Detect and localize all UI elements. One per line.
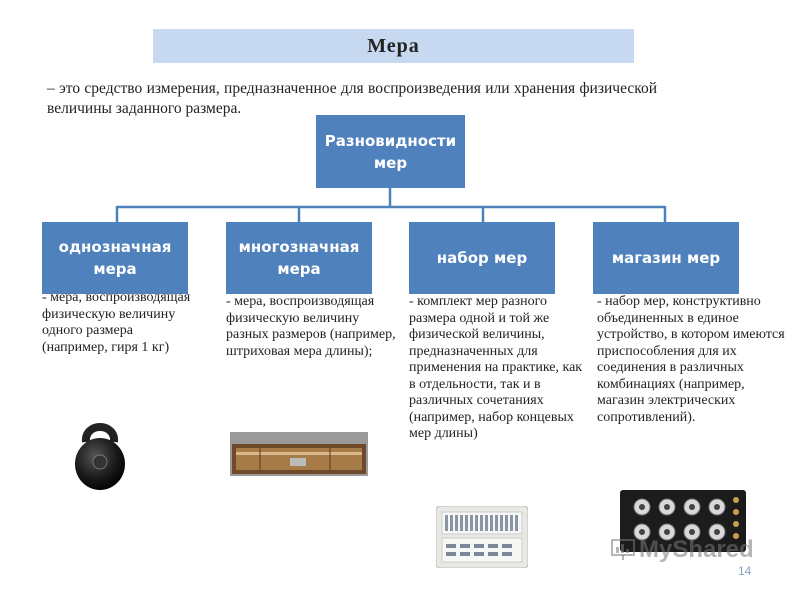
root-box: Разновидности мер — [316, 115, 465, 188]
description-single-value: - мера, воспроизводящая физическую велич… — [42, 290, 191, 355]
resistance-box-image — [620, 490, 746, 552]
presentation-icon — [611, 539, 635, 560]
description-store: - набор мер, конструктивно объединенных … — [597, 294, 785, 425]
type-box-multi-value: многозначная мера — [226, 222, 372, 294]
type-label-line2: мера — [93, 260, 137, 278]
kettlebell-image — [75, 423, 125, 490]
page-number: 14 — [738, 564, 752, 578]
root-label-line2: мер — [373, 153, 408, 172]
type-label-line1: многозначная — [238, 238, 360, 256]
type-label-line1: однозначная — [58, 238, 172, 256]
type-label-line1: набор мер — [436, 249, 528, 267]
description-set: - комплект мер разного размера одной и т… — [409, 294, 583, 441]
type-label-line1: магазин мер — [611, 249, 721, 267]
watermark-text: MyShared — [639, 536, 754, 563]
definition-text: – это средство измерения, предназначенно… — [47, 80, 657, 117]
watermark: MyShared — [610, 536, 754, 564]
type-box-single-value: однозначная мера — [42, 222, 188, 294]
gauge-block-set-image — [436, 506, 528, 568]
type-box-store: магазин мер — [593, 222, 739, 294]
description-multi-value: - мера, воспроизводящая физическую велич… — [226, 294, 396, 359]
slide-title: Мера — [153, 29, 634, 63]
type-box-set: набор мер — [409, 222, 555, 294]
root-label-line1: Разновидности — [324, 131, 457, 150]
line-measure-image — [230, 432, 368, 476]
type-label-line2: мера — [277, 260, 321, 278]
